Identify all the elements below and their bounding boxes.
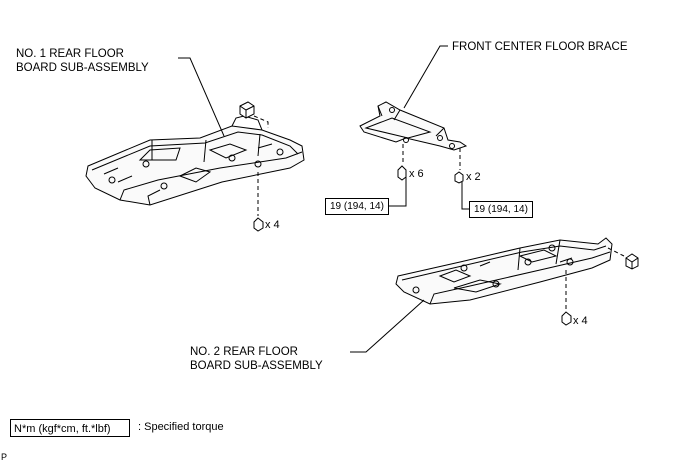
qty-nuts-brace: x 2 (466, 171, 481, 183)
legend-torque-text: : Specified torque (138, 421, 224, 433)
bolt-right (561, 311, 572, 326)
nut-right (625, 253, 639, 270)
label-rear-floor-board-2-line1: NO. 2 REAR FLOOR (190, 346, 298, 358)
legend-torque-unit-box: N*m (kgf*cm, ft.*lbf) (10, 419, 130, 437)
corner-mark: P (1, 452, 8, 462)
bolt-left (253, 217, 264, 232)
nut-brace (454, 171, 464, 184)
qty-bolts-brace: x 6 (409, 168, 424, 180)
qty-bolts-right: x 4 (573, 315, 588, 327)
nut-left-top (239, 101, 255, 119)
install-lines-brace (402, 144, 461, 170)
label-rear-floor-board-1-line1: NO. 1 REAR FLOOR (16, 48, 124, 60)
torque-box-brace-right: 19 (194, 14) (469, 201, 533, 218)
install-lines-left (253, 115, 269, 216)
label-rear-floor-board-2: NO. 2 REAR FLOOR BOARD SUB-ASSEMBLY (190, 345, 323, 373)
label-rear-floor-board-2-line2: BOARD SUB-ASSEMBLY (190, 360, 323, 372)
qty-bolts-left: x 4 (265, 219, 280, 231)
label-rear-floor-board-1-line2: BOARD SUB-ASSEMBLY (16, 62, 149, 74)
front-center-floor-brace (359, 101, 468, 151)
label-rear-floor-board-1: NO. 1 REAR FLOOR BOARD SUB-ASSEMBLY (16, 47, 149, 75)
rear-floor-board-2 (395, 237, 613, 305)
torque-box-brace-left: 19 (194, 14) (325, 198, 389, 215)
rear-floor-board-1 (85, 115, 305, 206)
bolt-brace (397, 165, 407, 181)
install-lines-right (565, 247, 625, 310)
leader-lines (178, 45, 470, 353)
label-front-center-floor-brace: FRONT CENTER FLOOR BRACE (452, 41, 628, 53)
